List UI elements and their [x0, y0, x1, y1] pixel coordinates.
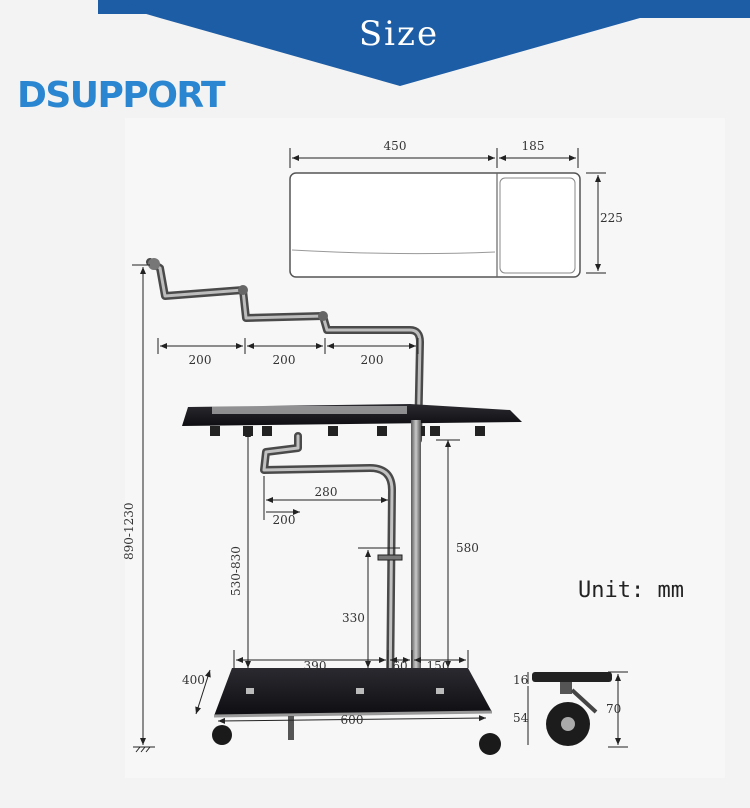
lower-arm-inner-label: 200 — [273, 513, 296, 527]
lower-arm-dimension-lines — [263, 476, 388, 520]
lower-arm-label: 280 — [315, 485, 338, 499]
arm-dimension-lines — [157, 338, 419, 354]
handle-height-label: 330 — [342, 611, 365, 625]
caster-height-label: 70 — [606, 702, 621, 716]
column-height-label: 580 — [456, 541, 479, 555]
base-depth-label: 400 — [182, 673, 205, 687]
caster-offset-label: 54 — [513, 711, 529, 725]
tray-top-view — [289, 172, 581, 278]
table-height-label: 530-830 — [229, 546, 243, 596]
brand-logo: DSUPPORT — [17, 75, 226, 116]
table-top — [182, 404, 522, 436]
base-left-label: 390 — [304, 659, 327, 673]
main-column — [411, 420, 421, 695]
handle-height-line — [358, 547, 403, 668]
upper-arm — [146, 258, 424, 444]
column-height-line — [436, 439, 460, 668]
header-banner — [98, 0, 750, 86]
base-dimension-lines — [195, 650, 487, 724]
tray-depth-label: 225 — [600, 211, 623, 225]
tray-width-label: 450 — [384, 139, 407, 153]
arm-seg3-label: 200 — [361, 353, 384, 367]
unit-note: Unit: mm — [578, 578, 684, 603]
base-mid-label: 60 — [392, 659, 407, 673]
caster-detail — [532, 672, 612, 746]
base-width-label: 600 — [341, 713, 364, 727]
arm-seg1-label: 200 — [189, 353, 212, 367]
tray-dimension-lines — [289, 148, 606, 274]
total-height-line — [132, 264, 155, 753]
total-height-label: 890-1230 — [122, 503, 136, 561]
caster-top-label: 16 — [513, 673, 528, 687]
page-title: Size — [358, 14, 440, 54]
caster-dimension-lines — [527, 671, 628, 748]
arm-seg2-label: 200 — [273, 353, 296, 367]
base-right-label: 150 — [427, 659, 450, 673]
tray-side-label: 185 — [522, 139, 545, 153]
lower-arm — [260, 432, 396, 699]
